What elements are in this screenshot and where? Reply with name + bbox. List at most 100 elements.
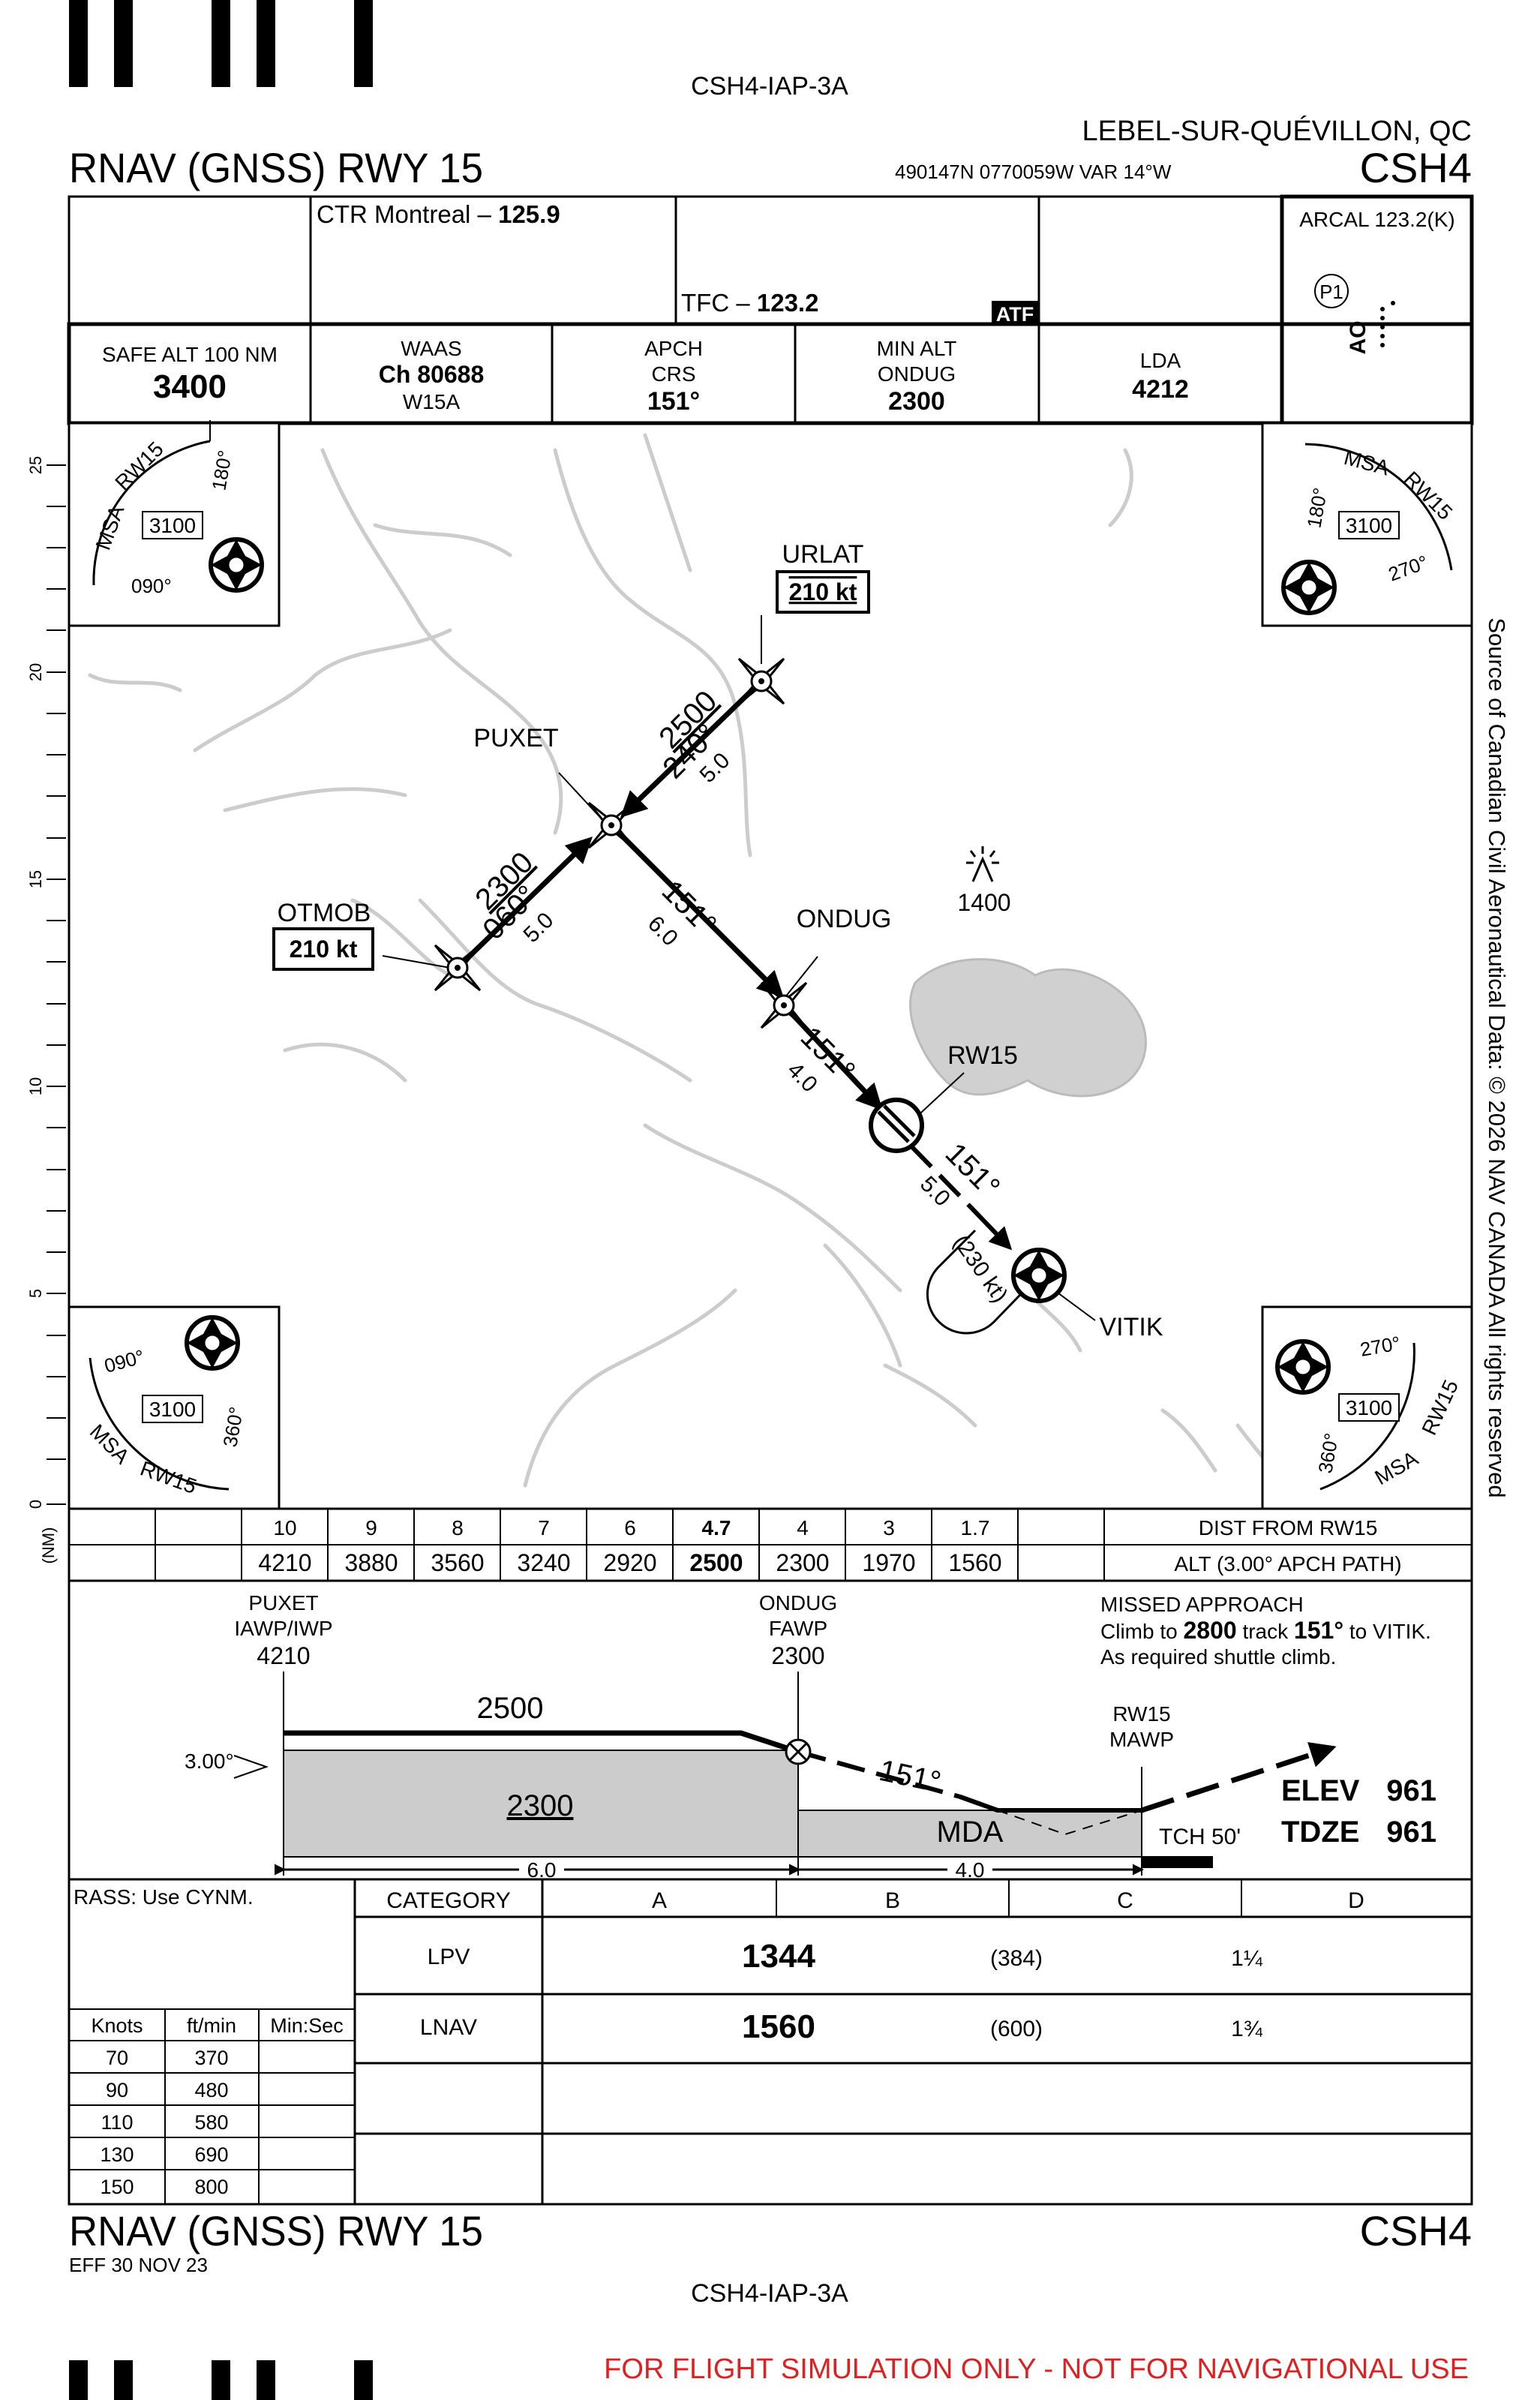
fawp-icon [785, 1738, 812, 1765]
effective-date: EFF 30 NOV 23 [69, 2254, 208, 2276]
descent-header-minsec: Min:Sec [270, 2014, 344, 2037]
rw15-label: RW15 [947, 1041, 1018, 1070]
runway-symbol [869, 1098, 924, 1153]
category-d: D [1348, 1888, 1364, 1913]
elev-value: 961 [1386, 1774, 1436, 1807]
dist-10: 10 [273, 1516, 296, 1539]
descent-table: Knots ft/min Min:Sec 70 370 90 480 110 5… [69, 2008, 355, 2204]
descent-rate-110: 580 [194, 2111, 228, 2134]
atf-badge: ATF [996, 303, 1034, 326]
ao-label: AO [1346, 321, 1370, 355]
descent-header-ftmin: ft/min [187, 2014, 236, 2037]
p1-marker: P1 [1319, 281, 1343, 303]
min-alt-label: MIN ALT [877, 337, 957, 360]
safe-alt-label: SAFE ALT 100 NM [102, 343, 278, 366]
chart-id-top: CSH4-IAP-3A [691, 72, 848, 101]
urlat-speed: 210 kt [789, 578, 857, 605]
safe-alt-value: 3400 [153, 368, 227, 405]
lpv-mda: 1344 [742, 1938, 815, 1975]
category-c: C [1117, 1888, 1133, 1913]
profile-dist-4: 4.0 [956, 1858, 985, 1882]
msa-top-right: 3100 MSA RW15 180° 270° [1261, 422, 1473, 627]
profile-alt-2300: 2300 [507, 1789, 574, 1822]
chart-id-bottom: CSH4-IAP-3A [691, 2279, 848, 2308]
missed-track [909, 1144, 1013, 1251]
lda-label: LDA [1140, 349, 1181, 372]
location: LEBEL-SUR-QUÉVILLON, QC [1082, 115, 1472, 147]
profile-ondug-alt: 2300 [771, 1642, 824, 1669]
min-alt-fix: ONDUG [878, 362, 956, 386]
waypoint-urlat [737, 657, 785, 705]
source-note: Source of Canadian Civil Aeronautical Da… [1484, 617, 1510, 1497]
msa-top-left: 3100 MSA RW15 180° 090° [68, 420, 281, 627]
descent-knots-90: 90 [106, 2079, 128, 2101]
lpv-hat: (384) [990, 1946, 1043, 1971]
arcal-box: ARCAL 123.2(K) P1 AO [1280, 194, 1474, 425]
waas-channel: Ch 80688 [379, 361, 485, 388]
alt-2920: 2920 [603, 1549, 656, 1576]
info-strip: SAFE ALT 100 NM 3400 WAAS Ch 80688 W15A … [67, 322, 1474, 425]
tdze-value: 961 [1386, 1816, 1436, 1849]
descent-rate-150: 800 [194, 2176, 228, 2198]
lda-value: 4212 [1132, 375, 1189, 404]
msa-bottom-right: 3100 270° 360° RW15 MSA [1261, 1305, 1473, 1510]
descent-knots-70: 70 [106, 2047, 128, 2069]
profile-crs: 151° [876, 1754, 944, 1799]
descent-rate-70: 370 [194, 2047, 228, 2069]
vitik-label: VITIK [1099, 1313, 1163, 1341]
msa-bottom-left: 3100 090° 360° MSA RW15 [68, 1305, 281, 1510]
registration-marks-top [69, 0, 373, 87]
descent-knots-130: 130 [100, 2143, 134, 2166]
lpv-label: LPV [428, 1945, 470, 1969]
terrain [88, 433, 1292, 1495]
waypoint-vitik [1013, 1250, 1064, 1301]
msa-br-alt: 3100 [1346, 1396, 1392, 1419]
profile-mawp: MAWP [1109, 1728, 1174, 1751]
coordinates: 490147N 0770059W VAR 14°W [895, 161, 1172, 183]
holding-pattern [926, 1229, 1040, 1335]
descent-knots-150: 150 [100, 2176, 134, 2198]
alt-3880: 3880 [344, 1549, 398, 1576]
missed-approach-line1: Climb to 2800 track 151° to VITIK. [1100, 1617, 1431, 1644]
dist-3: 3 [883, 1516, 895, 1539]
missed-leg-dist: 5.0 [915, 1172, 955, 1212]
dist-4: 4 [797, 1516, 809, 1539]
profile-alt-2500: 2500 [477, 1692, 544, 1725]
scale-20: 20 [26, 663, 45, 681]
alt-3240: 3240 [517, 1549, 570, 1576]
lnav-label: LNAV [420, 2015, 477, 2040]
msa-bl-alt: 3100 [149, 1398, 196, 1421]
airport-ident: CSH4 [1360, 144, 1472, 191]
footer-procedure-title: RNAV (GNSS) RWY 15 [69, 2207, 483, 2254]
nm-scale [47, 464, 66, 1505]
dist-7: 7 [538, 1516, 550, 1539]
dist-1-7: 1.7 [961, 1516, 990, 1539]
alt-2300: 2300 [776, 1549, 829, 1576]
puxet-label: PUXET [473, 724, 558, 752]
scale-5: 5 [26, 1289, 45, 1298]
simulation-warning: FOR FLIGHT SIMULATION ONLY - NOT FOR NAV… [604, 2353, 1469, 2385]
crs-label: CRS [651, 362, 695, 386]
urlat-label: URLAT [782, 540, 864, 569]
lnav-mda: 1560 [742, 2008, 815, 2045]
dist-8: 8 [452, 1516, 464, 1539]
obstacle-icon [966, 846, 999, 882]
descent-knots-110: 110 [101, 2111, 133, 2134]
minima-block: RASS: Use CYNM. CATEGORY A B C D LPV 134… [68, 1878, 1473, 2206]
lake [909, 958, 1147, 1098]
scale-unit: (NM) [39, 1527, 58, 1564]
profile-puxet-alt: 4210 [257, 1642, 310, 1669]
alt-1560: 1560 [948, 1549, 1001, 1576]
profile-ondug: ONDUG [759, 1591, 837, 1615]
alt-1970: 1970 [862, 1549, 915, 1576]
waas-label: WAAS [401, 337, 461, 360]
category-a: A [652, 1888, 667, 1913]
nm-scale-labels: 25 20 15 10 5 0 (NM) [26, 456, 58, 1564]
runway-bar [1142, 1856, 1213, 1868]
profile-view: PUXET IAWP/IWP 4210 ONDUG FAWP 2300 RW15… [68, 1579, 1473, 1882]
msa-tl-090: 090° [131, 575, 172, 597]
tdze-label: TDZE [1281, 1816, 1359, 1849]
elev-label: ELEV [1281, 1774, 1360, 1807]
distance-table: 10 9 8 7 6 4.7 4 3 1.7 4210 3880 3560 32… [68, 1507, 1473, 1582]
profile-puxet-type: IAWP/IWP [234, 1617, 332, 1640]
